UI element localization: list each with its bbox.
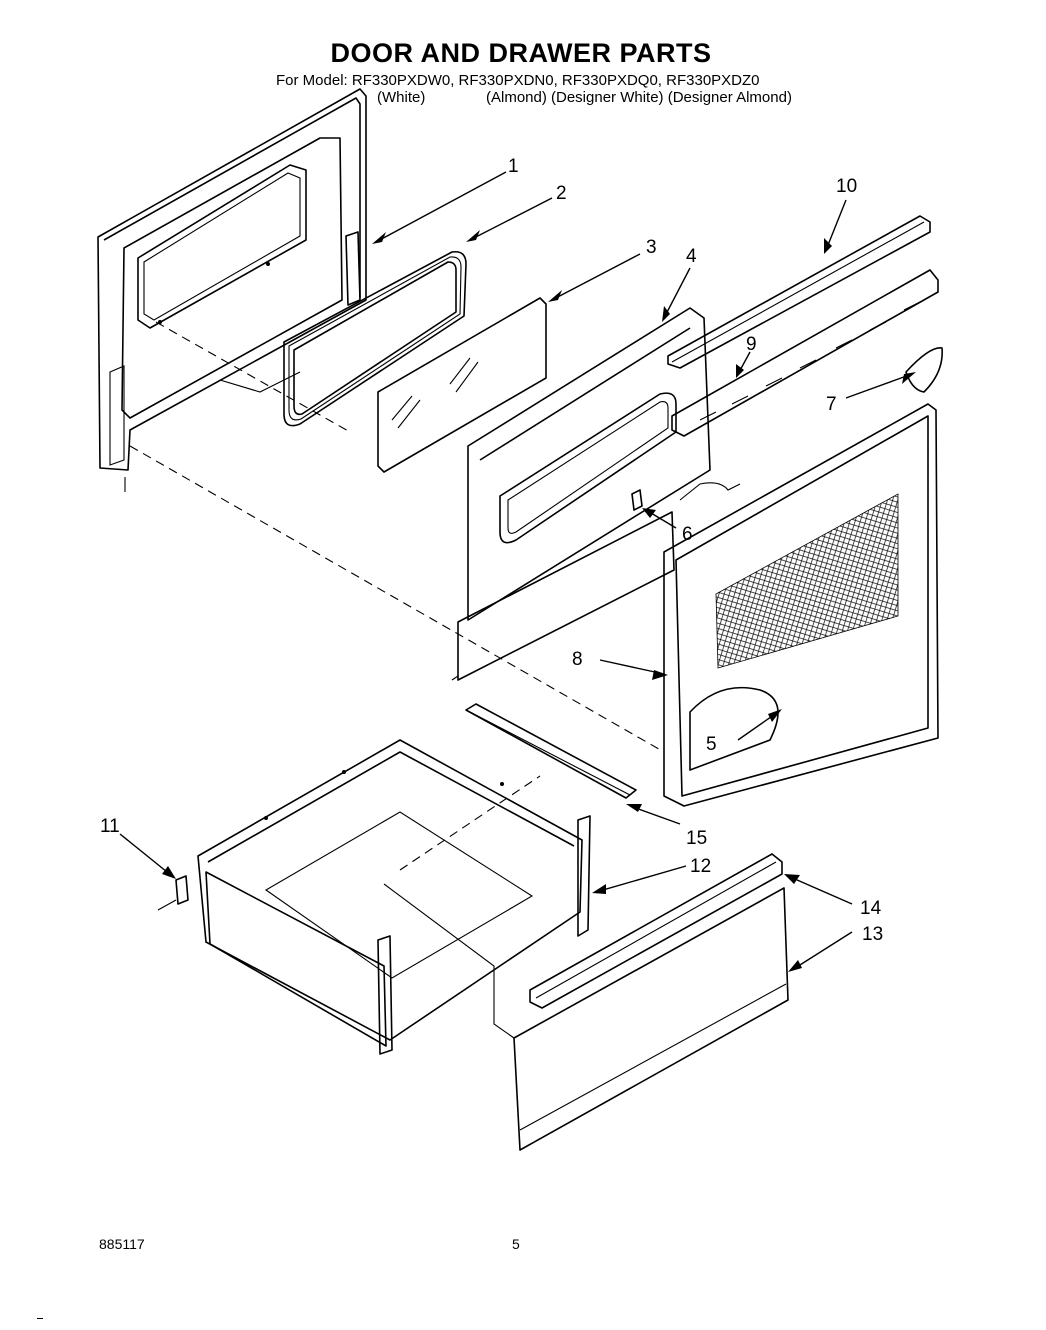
document-number: 885117 (99, 1236, 145, 1252)
part-clip (631, 489, 643, 511)
part-drawer-front (513, 887, 789, 1151)
callout-15: 15 (686, 828, 707, 849)
part-inner-door (451, 307, 711, 681)
part-bracket (157, 875, 189, 911)
callout-14: 14 (860, 898, 882, 919)
callout-1: 1 (508, 156, 519, 177)
page-number: 5 (512, 1236, 520, 1252)
page-title: DOOR AND DRAWER PARTS (330, 38, 712, 68)
callout-10: 10 (836, 176, 857, 197)
callout-7: 7 (826, 394, 837, 415)
part-drawer-rail (465, 703, 637, 799)
part-window-gasket (283, 250, 467, 427)
alignment-lines (129, 321, 665, 1039)
callout-9: 9 (746, 334, 757, 355)
part-door-liner (663, 403, 939, 807)
callout-12: 12 (690, 856, 711, 877)
part-drawer-body (197, 739, 591, 1055)
corner-mark (37, 1318, 43, 1319)
leader-lines (119, 171, 916, 972)
callout-3: 3 (646, 237, 657, 258)
part-vent-trim (671, 269, 939, 437)
callout-2: 2 (556, 183, 567, 204)
color-label-white: (White) (377, 89, 426, 106)
callout-13: 13 (862, 924, 883, 945)
callout-5: 5 (706, 734, 717, 755)
callout-11: 11 (100, 816, 120, 837)
part-window-glass (377, 297, 547, 473)
part-outer-door (97, 88, 367, 492)
model-numbers: For Model: RF330PXDW0, RF330PXDN0, RF330… (276, 72, 760, 89)
callout-8: 8 (572, 649, 583, 670)
color-labels-other: (Almond) (Designer White) (Designer Almo… (486, 89, 792, 106)
part-drawer-front-trim (529, 853, 783, 1009)
callout-4: 4 (686, 246, 697, 267)
part-vent-deflector (905, 347, 943, 393)
callout-6: 6 (682, 524, 693, 545)
part-top-trim (667, 215, 931, 369)
